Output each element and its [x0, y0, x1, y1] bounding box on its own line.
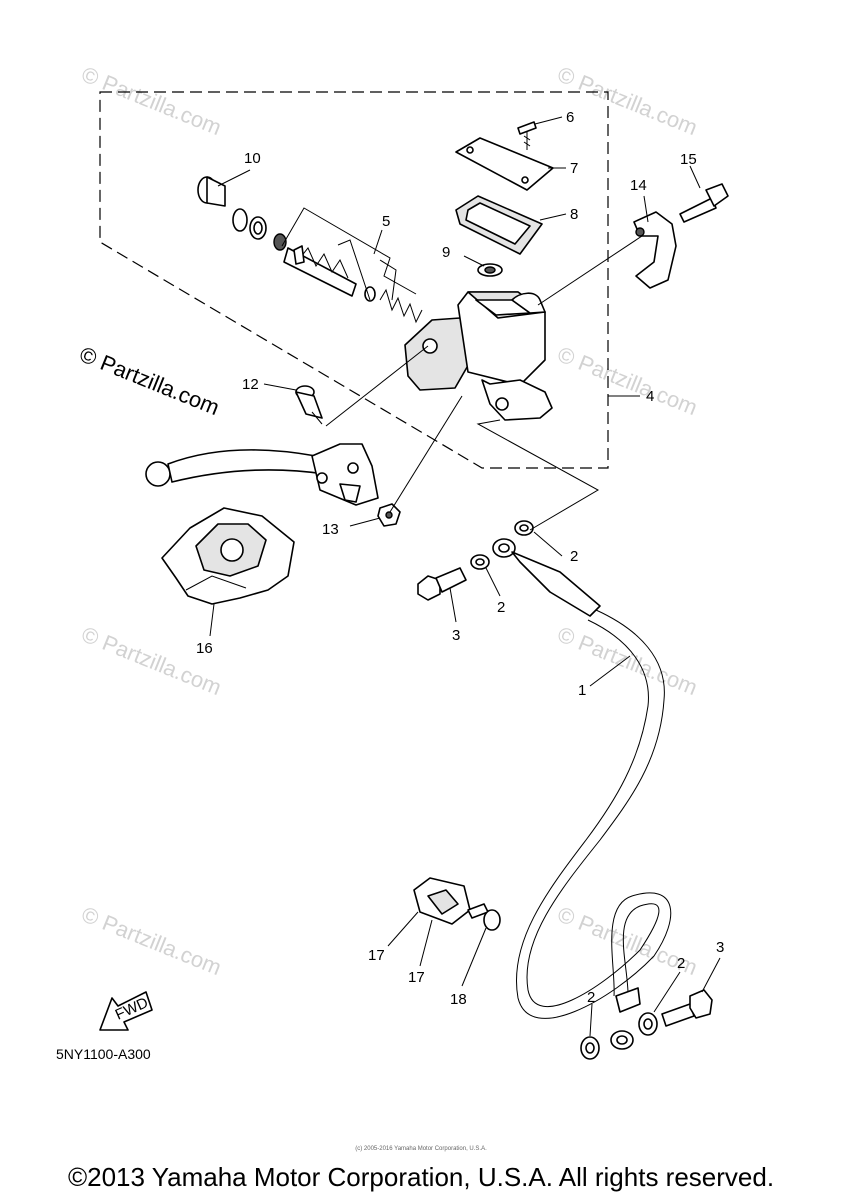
washer	[470, 554, 490, 570]
assembly-outline	[99, 91, 609, 469]
callout-10: 10	[244, 150, 261, 167]
callout-8: 8	[570, 206, 578, 223]
callout-7: 7	[570, 160, 578, 177]
watermark-text: © Partzilla.com	[78, 621, 225, 700]
pivot-bolt	[295, 385, 323, 425]
washer	[638, 1012, 658, 1036]
callout-14: 14	[630, 177, 647, 194]
piston-kit	[197, 176, 423, 324]
callout-5: 5	[382, 213, 390, 230]
clamp-bolt	[467, 903, 501, 931]
callout-2: 2	[570, 548, 578, 565]
callout-3: 3	[452, 627, 460, 644]
union-bolt-lower	[661, 989, 713, 1027]
washer	[580, 1036, 600, 1060]
union-bolt-upper	[417, 567, 467, 601]
watermark-text: © Partzilla.com	[554, 621, 701, 700]
copyright-text: ©2013 Yamaha Motor Corporation, U.S.A. A…	[67, 1162, 775, 1192]
reservoir-cap	[455, 137, 554, 191]
callout-18: 18	[450, 991, 467, 1008]
hose-clamp	[413, 877, 471, 925]
callout-12: 12	[242, 376, 259, 393]
callouts: 1 2 2 2 2 3 3 4 5 6 7 8 9 10 12 13 14 15…	[196, 109, 724, 1008]
watermark-text: © Partzilla.com	[554, 341, 701, 420]
callout-9: 9	[442, 244, 450, 261]
callout-16: 16	[196, 640, 213, 657]
lever-cover	[161, 507, 295, 605]
callout-4: 4	[646, 388, 654, 405]
float	[477, 263, 503, 277]
screw	[517, 121, 537, 150]
callout-6: 6	[566, 109, 574, 126]
callout-1: 1	[578, 682, 586, 699]
callout-17: 17	[408, 969, 425, 986]
watermark-text: © Partzilla.com	[554, 61, 701, 140]
watermark-text-dark: © Partzilla.com	[76, 341, 223, 420]
washer	[514, 520, 534, 536]
callout-2: 2	[677, 955, 685, 972]
callout-2: 2	[587, 989, 595, 1006]
holder	[633, 211, 677, 289]
leader-lines	[209, 116, 721, 1037]
callout-3: 3	[716, 939, 724, 956]
callout-15: 15	[680, 151, 697, 168]
fwd-arrow-icon: FWD	[99, 991, 153, 1031]
callout-13: 13	[322, 521, 339, 538]
brake-hose	[492, 538, 672, 1050]
diagram-code: 5NY1100-A300	[56, 1046, 151, 1062]
brake-lever	[145, 443, 379, 506]
holder-bolt	[679, 183, 729, 223]
callout-2: 2	[497, 599, 505, 616]
master-cylinder-body	[404, 291, 553, 421]
diaphragm	[455, 195, 543, 255]
nut	[377, 503, 401, 527]
callout-17: 17	[368, 947, 385, 964]
watermark-text: © Partzilla.com	[78, 901, 225, 980]
tiny-credit: (c) 2005-2016 Yamaha Motor Corporation, …	[355, 1146, 487, 1152]
